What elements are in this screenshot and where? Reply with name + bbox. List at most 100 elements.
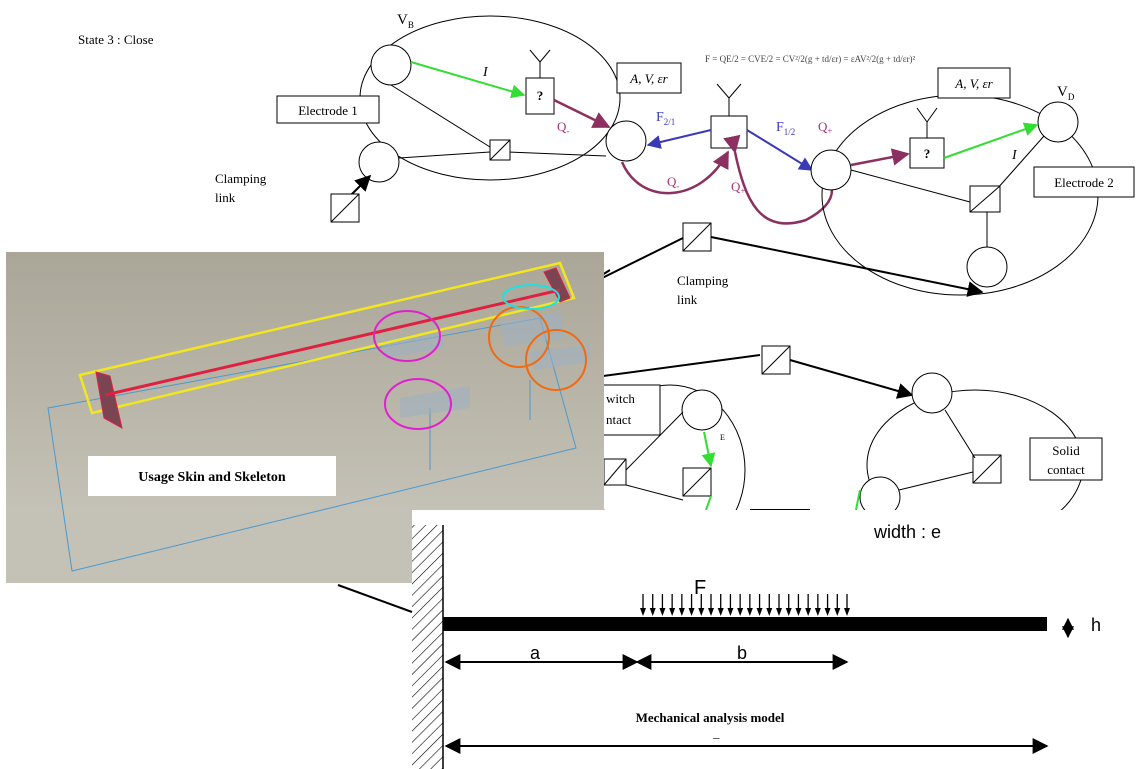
unknown-box-right (909, 137, 945, 169)
node-clamp-right (966, 246, 1008, 288)
dim-a-label: a (530, 643, 541, 663)
pad-2 (400, 386, 470, 418)
load-arrowhead (824, 608, 831, 616)
load-arrowhead (727, 608, 734, 616)
solid-link-a (944, 409, 976, 459)
charge-arrow-right (850, 148, 910, 167)
load-arrowhead (756, 608, 763, 616)
switch-contact-line2: ntact (606, 412, 632, 427)
charge-loop-plus (723, 134, 834, 225)
switch-diagonal (682, 467, 712, 497)
orange-circle-2 (525, 329, 587, 391)
node-charge-right (810, 149, 852, 191)
width-label: width : e (873, 522, 941, 542)
current-arrow-right (943, 122, 1039, 159)
beam (443, 617, 1047, 631)
load-arrowhead (834, 608, 841, 616)
clamping-mid-arrow (710, 236, 984, 297)
charge-arrow-left (553, 98, 611, 129)
force-arrow-12 (746, 129, 814, 171)
current-arrow-left (410, 61, 526, 99)
node-vb (370, 44, 412, 86)
contact-link-left (587, 354, 761, 379)
switch-current-arrow (701, 431, 716, 468)
vd-label: VD (1057, 84, 1075, 102)
electrode-2-label: Electrode 2 (1054, 175, 1114, 190)
solid-current-tail (855, 489, 861, 511)
load-arrowhead (649, 608, 656, 616)
load-arrowhead (688, 608, 695, 616)
electrode-2-group: Electrode 2 VD A, V, εr ? I (810, 67, 1135, 296)
contact-link-diagonal (761, 345, 791, 375)
switch-diagonal (972, 454, 1002, 484)
node-charge-left (605, 120, 647, 162)
skeleton-panel: Usage Skin and Skeleton (6, 252, 604, 583)
beam-end-left (95, 371, 123, 429)
cyan-circle (502, 284, 560, 310)
mechanical-model: width : e F h a b Mechanical analysis mo… (412, 510, 1136, 769)
load-arrowhead (659, 608, 666, 616)
skeleton-caption-box (88, 456, 336, 496)
electrode-1-label: Electrode 1 (298, 103, 358, 118)
electrode-2-box (1033, 166, 1135, 198)
load-arrowhead (785, 608, 792, 616)
clamping-mid-line2: link (677, 292, 698, 307)
switch-link-a (625, 411, 684, 471)
load-arrowhead (746, 608, 753, 616)
solid-contact-line1: Solid (1052, 443, 1080, 458)
node-clamp-left (358, 141, 400, 183)
link-vb-switch (390, 84, 491, 148)
yellow-frame (78, 261, 576, 415)
charge-loop-minus (620, 150, 730, 195)
load-arrowhead (717, 608, 724, 616)
height-label: h (1091, 615, 1101, 635)
load-arrowhead (814, 608, 821, 616)
mechanical-caption: Mechanical analysis model (636, 710, 785, 725)
params-box-left (616, 62, 682, 94)
solid-node-top (911, 372, 953, 414)
antenna-right-icon (916, 107, 938, 138)
current-label-right: I (1011, 148, 1018, 163)
q-minus-top-label: Q- (557, 119, 569, 136)
solid-link-b (898, 471, 974, 491)
load-arrowhead (669, 608, 676, 616)
load-arrowhead (795, 608, 802, 616)
link-charge-switch-right (850, 169, 971, 203)
current-label-left: I (482, 65, 489, 80)
actuator-antenna-icon (716, 83, 742, 116)
antenna-icon (529, 49, 551, 78)
params-label-left: A, V, εr (629, 71, 668, 86)
clamping-left-line2: link (215, 190, 236, 205)
load-arrowhead (766, 608, 773, 616)
load-arrowhead (776, 608, 782, 616)
switch-diagonal (603, 458, 627, 486)
force-arrow-21 (646, 129, 712, 149)
params-label-right: A, V, εr (954, 76, 993, 91)
clamping-left-line1: Clamping (215, 171, 267, 186)
node-vd (1037, 101, 1079, 143)
force-label: F (694, 577, 706, 599)
unknown-label-right: ? (924, 146, 931, 161)
q-plus-loop-label: Q+ (731, 179, 745, 196)
skeleton-caption: Usage Skin and Skeleton (138, 470, 286, 485)
q-minus-loop-label: Q- (667, 174, 679, 191)
clamping-left-diagonal (330, 193, 360, 223)
load-arrowhead (678, 608, 685, 616)
load-arrowhead (640, 608, 646, 616)
magenta-circle-2 (384, 378, 452, 430)
unknown-label-left: ? (537, 88, 544, 103)
switch-diagonal (489, 139, 511, 161)
solid-contact-line2: contact (1047, 462, 1085, 477)
mechanical-bg (412, 510, 1136, 769)
f21-label: F2/1 (656, 110, 675, 127)
electrode-1-box (276, 95, 380, 124)
wireframe-outline (47, 317, 577, 572)
dim-b-label: b (737, 643, 747, 663)
distributed-load (640, 594, 850, 616)
switch-node (681, 389, 723, 431)
contact-link-arrow (789, 359, 914, 399)
link-switch-charge (507, 151, 607, 157)
magenta-circle-1 (373, 310, 441, 362)
clamping-mid-line1: Clamping (677, 273, 729, 288)
